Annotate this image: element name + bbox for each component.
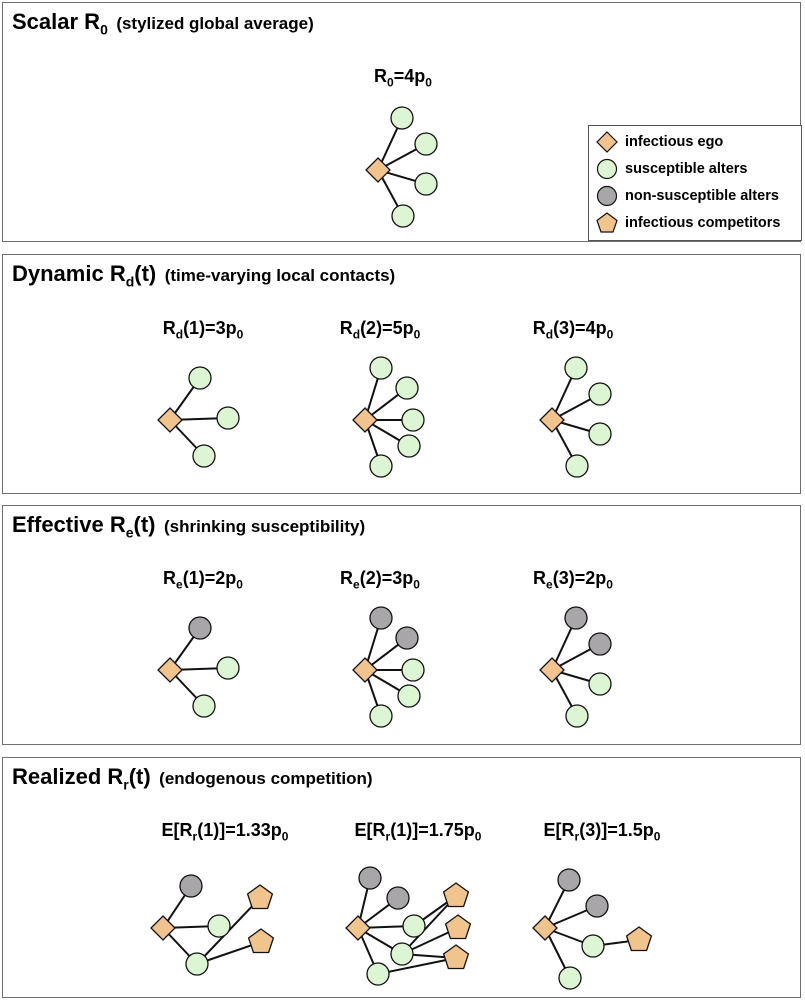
susceptible-alter-node [558,966,582,990]
graph-label: E[Rr(1)]=1.33p0 [161,820,289,844]
panel-title: Effective Re(t) (shrinking susceptibilit… [12,512,366,541]
graph-label: Re(3)=2p0 [533,568,613,592]
ego-node [539,657,565,683]
susceptible-alter-node [414,132,438,156]
non-susceptible-alter-node [585,894,609,918]
ego-node [352,657,378,683]
ego-network-graph [157,616,240,718]
ego-node [532,915,558,941]
susceptible-alter-node [402,914,426,938]
non-susceptible-alter-node [188,616,212,640]
competitor-node [246,884,274,910]
non-susceptible-alter-node [369,606,393,630]
ego-node [345,915,371,941]
graph-label: Rd(1)=3p0 [162,318,244,342]
competitor-node [442,882,470,908]
susceptible-alter-node [391,204,415,228]
graph-label: Rd(2)=5p0 [339,318,421,342]
susceptible-alter-node [397,684,421,708]
legend-item-competitors: infectious competitors [595,211,800,235]
ego-network-graph [345,866,472,986]
competitor-node [444,914,472,940]
legend-item-ego: infectious ego [595,130,800,154]
non-susceptible-alter-node [386,886,410,910]
legend-item-susceptible: susceptible alters [595,157,800,181]
graph-label: R0=4p0 [374,66,432,90]
ego-node [157,657,183,683]
susceptible-alter-node [366,962,390,986]
panel-title: Dynamic Rd(t) (time-varying local contac… [12,261,396,290]
graph-label: E[Rr(1)]=1.75p0 [354,820,482,844]
susceptible-alter-node [581,934,605,958]
susceptible-alter-node [185,952,209,976]
susceptible-alter-node [414,172,438,196]
susceptible-alter-node [390,106,414,130]
competitor-node [625,926,653,952]
susceptible-alter-node [565,704,589,728]
non-susceptible-alter-node [358,866,382,890]
ego-network-graph [365,106,438,228]
susceptible-alter-node [588,382,612,406]
ego-node [352,407,378,433]
competitor-node [442,944,470,970]
ego-network-graph [352,356,425,478]
susceptible-alter-node [395,376,419,400]
panel-title: Realized Rr(t) (endogenous competition) [12,764,373,793]
susceptible-alter-node [565,454,589,478]
competition-edge [377,957,457,975]
legend: infectious ego susceptible alters non-su… [588,125,802,241]
legend-item-non-susceptible: non-susceptible alters [595,184,800,208]
diamond-icon [596,131,618,153]
susceptible-alter-node [369,454,393,478]
susceptible-alter-node [216,656,240,680]
pentagon-icon [596,212,618,233]
susceptible-alter-node [401,658,425,682]
susceptible-alter-node [192,694,216,718]
susceptible-alter-node [401,408,425,432]
graph-label: E[Rr(3)]=1.5p0 [543,820,661,844]
ego-node [539,407,565,433]
susceptible-alter-node [192,444,216,468]
non-susceptible-alter-node [564,606,588,630]
susceptible-alter-node [188,366,212,390]
panel-title: Scalar R0 (stylized global average) [12,9,314,38]
green-circle-icon [596,158,618,180]
non-susceptible-alter-node [179,874,203,898]
ego-network-graph [150,874,275,976]
ego-network-graph [539,606,612,728]
gray-circle-icon [596,185,618,207]
ego-network-graph [157,366,240,468]
ego-network-graph [532,868,653,990]
susceptible-alter-node [207,914,231,938]
susceptible-alter-node [564,356,588,380]
susceptible-alter-node [588,422,612,446]
non-susceptible-alter-node [557,868,581,892]
ego-network-graph [352,606,425,728]
graph-label: Re(1)=2p0 [163,568,243,592]
graph-label: Re(2)=3p0 [340,568,420,592]
ego-node [150,915,176,941]
susceptible-alter-node [369,704,393,728]
ego-node [365,157,391,183]
ego-node [157,407,183,433]
susceptible-alter-node [588,672,612,696]
ego-network-graph [539,356,612,478]
non-susceptible-alter-node [395,626,419,650]
competitor-node [247,928,275,954]
competition-edge [401,895,457,955]
susceptible-alter-node [216,406,240,430]
graph-label: Rd(3)=4p0 [532,318,614,342]
panel-effective: Effective Re(t) (shrinking susceptibilit… [2,505,801,745]
non-susceptible-alter-node [588,632,612,656]
susceptible-alter-node [397,434,421,458]
susceptible-alter-node [369,356,393,380]
susceptible-alter-node [390,942,414,966]
